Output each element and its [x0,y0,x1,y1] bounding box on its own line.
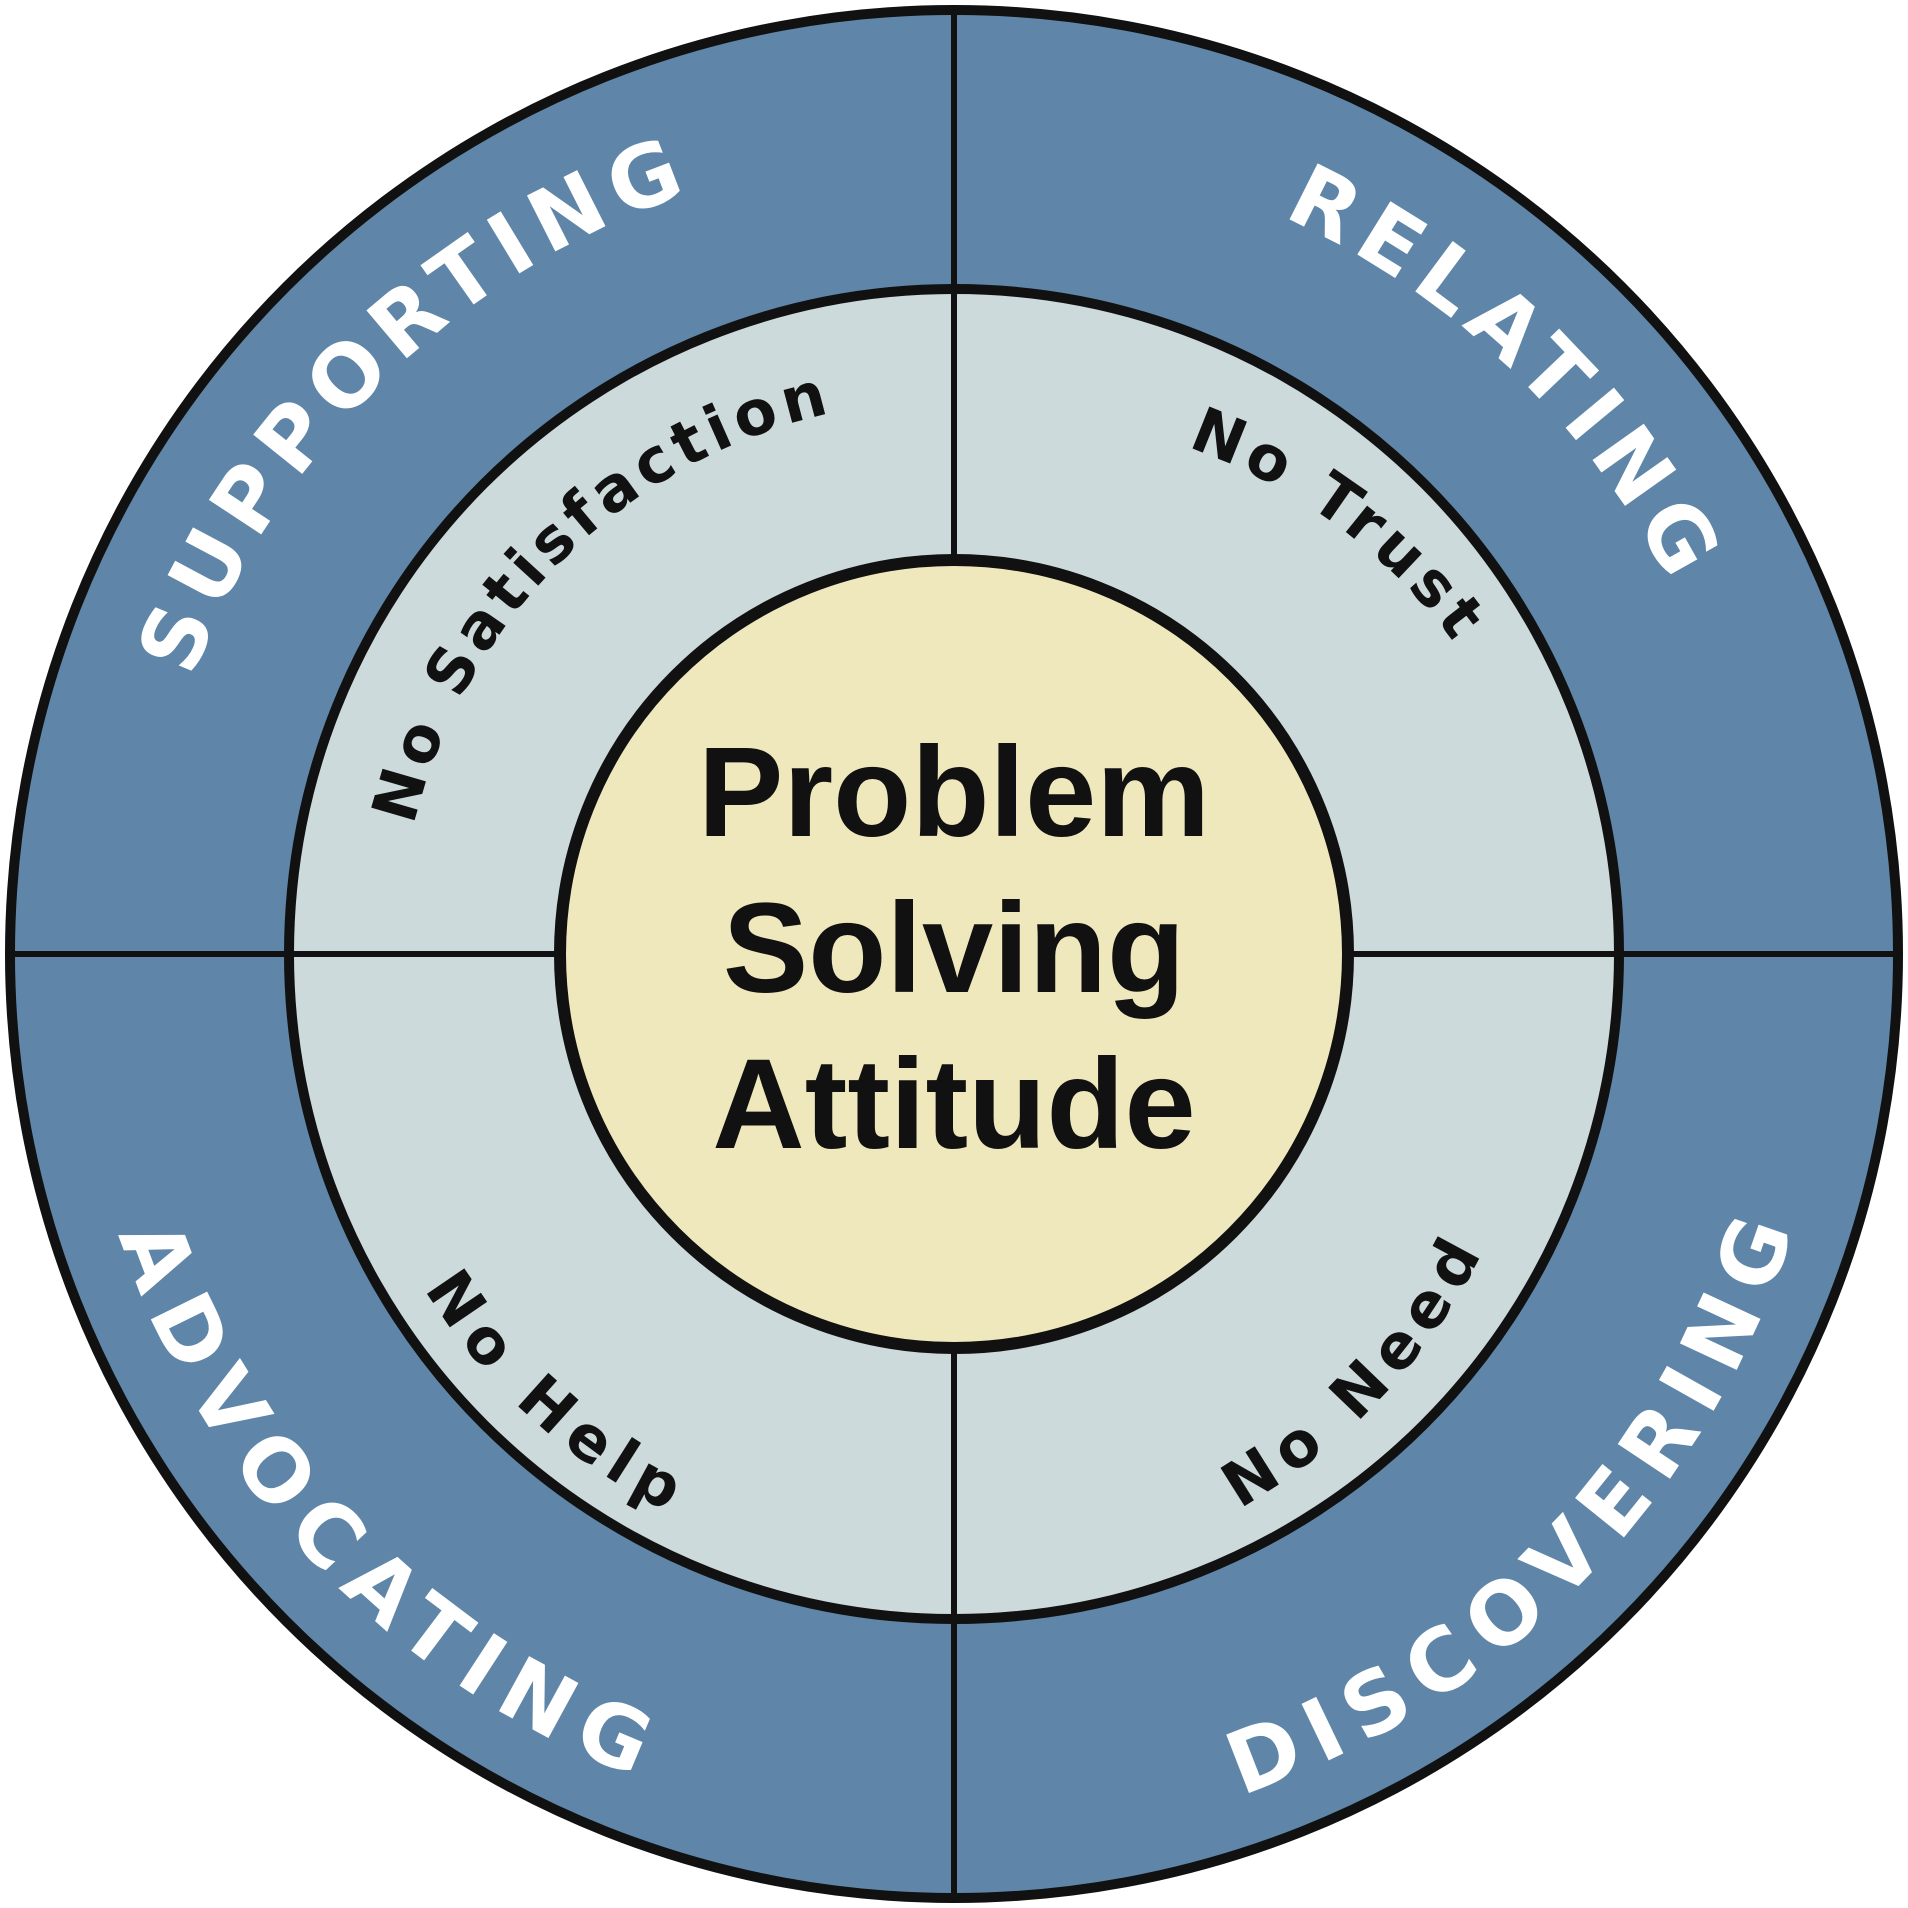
center-line-solving: Solving [723,877,1185,1020]
center-line-attitude: Attitude [712,1033,1195,1176]
center-line-problem: Problem [698,721,1210,864]
center-circle [554,554,1354,1354]
